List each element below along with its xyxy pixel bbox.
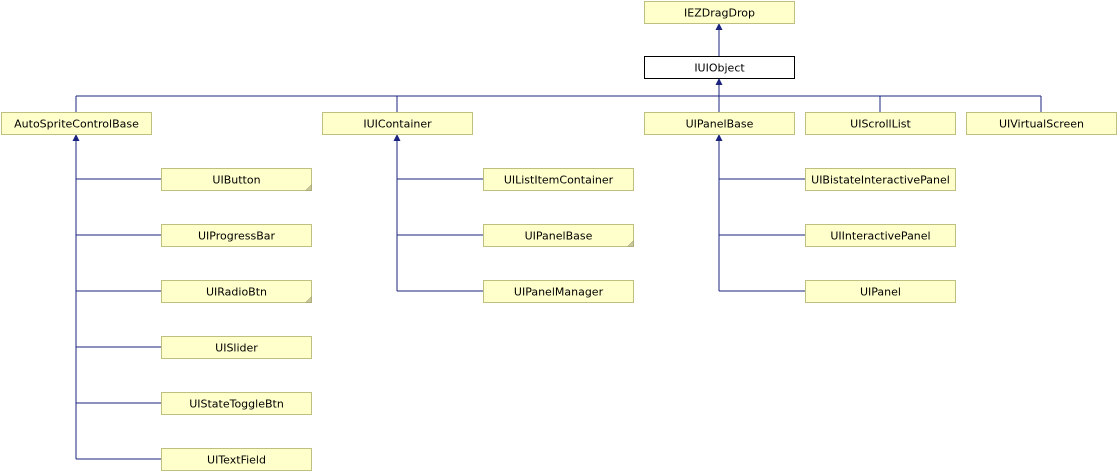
class-node-box [644, 1, 795, 24]
class-node-autospritecontrolbase[interactable]: AutoSpriteControlBase [1, 112, 152, 135]
class-node-box [161, 280, 312, 303]
edge-arrowhead [393, 134, 401, 141]
edge-group-autospritecontrolbase [72, 134, 161, 460]
edge-group-iuiobject [75, 78, 1042, 112]
edge-arrowhead [715, 134, 723, 141]
class-node-label: UIButton [212, 174, 260, 187]
class-node-label: UITextField [207, 454, 266, 467]
class-node-box [644, 56, 795, 79]
class-node-uilistitemcontainer[interactable]: UIListItemContainer [483, 168, 634, 191]
class-node-box [805, 112, 956, 135]
class-node-uipanelbase-top[interactable]: UIPanelBase [644, 112, 795, 135]
class-node-box [322, 112, 473, 135]
class-node-iezdragdrop[interactable]: IEZDragDrop [644, 1, 795, 24]
class-node-label: AutoSpriteControlBase [14, 118, 139, 131]
class-node-label: UIRadioBtn [206, 286, 267, 299]
class-node-uipanelbase-child[interactable]: UIPanelBase [483, 224, 634, 247]
class-node-label: UIProgressBar [198, 230, 276, 243]
edge-group-iezdragdrop [715, 23, 723, 56]
class-node-label: UIListItemContainer [504, 174, 614, 187]
class-node-label: IEZDragDrop [684, 7, 755, 20]
class-node-uibistateinteractivepanel[interactable]: UIBistateInteractivePanel [805, 168, 956, 191]
class-node-box [161, 336, 312, 359]
class-node-uistatetogglebtn[interactable]: UIStateToggleBtn [161, 392, 312, 415]
edge-group-iuicontainer [393, 134, 483, 292]
edges-layer [72, 23, 1042, 460]
class-node-label: UIPanel [860, 286, 901, 299]
edge-arrowhead [72, 134, 80, 141]
class-node-uipanelmanager[interactable]: UIPanelManager [483, 280, 634, 303]
class-node-box [161, 448, 312, 471]
class-node-label: IUIObject [694, 62, 745, 75]
class-node-label: UIPanelBase [525, 230, 593, 243]
class-node-iuiobject[interactable]: IUIObject [644, 56, 795, 79]
class-node-uitextfield[interactable]: UITextField [161, 448, 312, 471]
class-node-uiscrolllist[interactable]: UIScrollList [805, 112, 956, 135]
class-node-label: UIBistateInteractivePanel [811, 174, 950, 187]
class-node-uibutton[interactable]: UIButton [161, 168, 312, 191]
class-node-uivirtualscreen[interactable]: UIVirtualScreen [966, 112, 1117, 135]
class-node-uipanel[interactable]: UIPanel [805, 280, 956, 303]
collapsed-corner-icon [626, 239, 634, 247]
collapsed-corner-icon [304, 183, 312, 191]
class-node-box [805, 280, 956, 303]
class-node-uiinteractivepanel[interactable]: UIInteractivePanel [805, 224, 956, 247]
class-node-label: UIPanelManager [514, 286, 604, 299]
class-node-label: UIVirtualScreen [999, 118, 1084, 131]
class-node-uislider[interactable]: UISlider [161, 336, 312, 359]
edge-arrowhead [715, 78, 723, 85]
edge-arrowhead [715, 23, 723, 30]
class-node-uiradiobtn[interactable]: UIRadioBtn [161, 280, 312, 303]
class-node-box [161, 168, 312, 191]
class-node-label: UIScrollList [850, 118, 911, 131]
class-node-box [805, 168, 956, 191]
class-node-label: IUIContainer [363, 118, 432, 131]
edge-group-uipanelbase-top [715, 134, 805, 292]
class-node-label: UISlider [215, 342, 258, 355]
class-node-label: UIStateToggleBtn [189, 398, 284, 411]
class-node-box [483, 168, 634, 191]
class-node-box [805, 224, 956, 247]
class-node-box [483, 224, 634, 247]
class-node-iuicontainer[interactable]: IUIContainer [322, 112, 473, 135]
class-node-box [161, 392, 312, 415]
class-node-box [161, 224, 312, 247]
class-node-label: UIPanelBase [686, 118, 754, 131]
class-node-box [1, 112, 152, 135]
class-node-box [483, 280, 634, 303]
collapsed-corner-icon [304, 295, 312, 303]
class-node-label: UIInteractivePanel [830, 230, 930, 243]
class-node-box [644, 112, 795, 135]
class-node-uiprogressbar[interactable]: UIProgressBar [161, 224, 312, 247]
